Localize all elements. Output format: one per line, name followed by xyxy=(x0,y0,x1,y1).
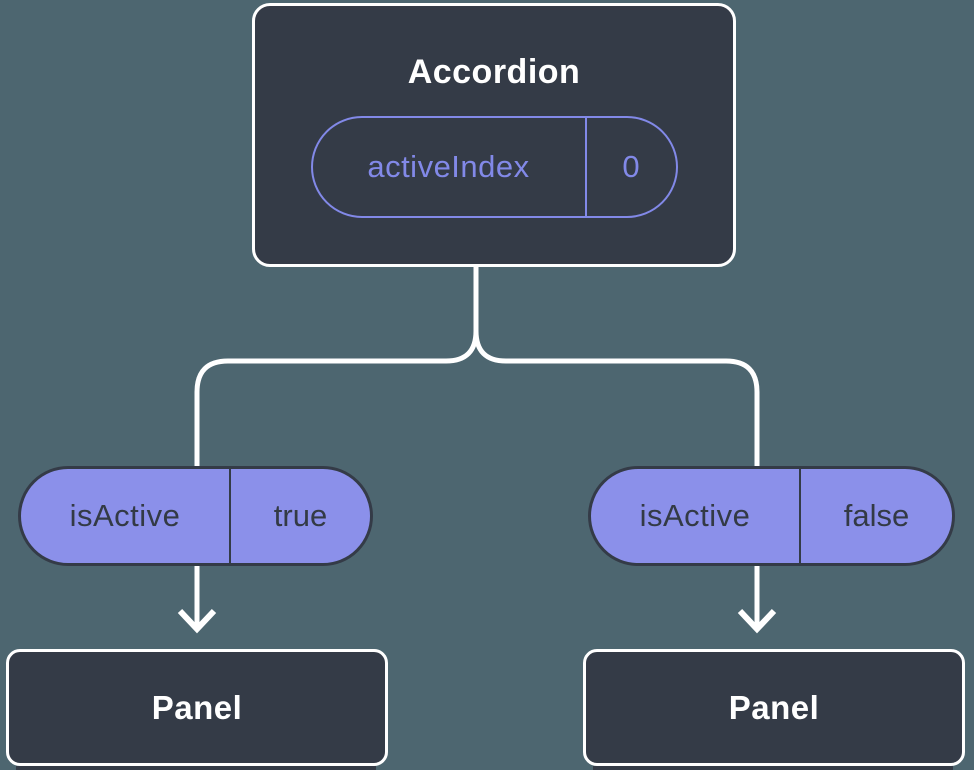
state-pill-name: activeIndex xyxy=(313,118,587,216)
panel-node-left: Panel xyxy=(6,649,388,766)
connector-left-branch xyxy=(194,264,479,628)
cropped-element-sliver xyxy=(593,766,953,770)
prop-pill-name: isActive xyxy=(591,469,801,563)
state-pill: activeIndex 0 xyxy=(310,116,678,218)
prop-pill-name: isActive xyxy=(21,469,231,563)
prop-pill-value: true xyxy=(273,498,328,533)
accordion-node: Accordion activeIndex 0 xyxy=(252,3,736,267)
accordion-node-label: Accordion xyxy=(407,53,581,91)
connector-right-branch xyxy=(473,264,760,628)
cropped-element-sliver xyxy=(16,766,376,770)
prop-pill-left: isActive true xyxy=(18,466,373,566)
prop-pill-value: false xyxy=(843,498,910,533)
panel-node-label: Panel xyxy=(151,688,243,726)
arrow-down-icon xyxy=(177,608,217,634)
arrow-down-icon xyxy=(737,608,777,634)
panel-node-right: Panel xyxy=(583,649,965,766)
panel-node-label: Panel xyxy=(728,688,820,726)
prop-pill-right: isActive false xyxy=(588,466,955,566)
state-pill-value: 0 xyxy=(622,149,640,184)
